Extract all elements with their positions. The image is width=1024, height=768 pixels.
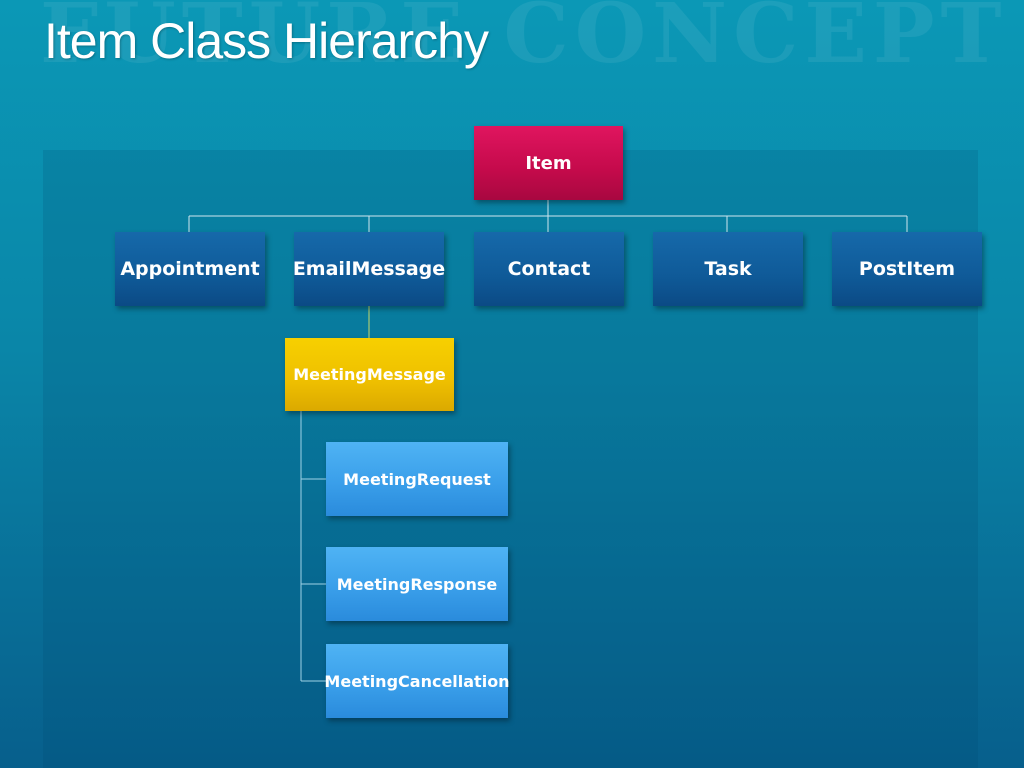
node-meetingresponse: MeetingResponse bbox=[326, 547, 508, 621]
node-meetingcancellation: MeetingCancellation bbox=[324, 644, 510, 718]
node-appointment: Appointment bbox=[115, 232, 265, 306]
node-meetingmessage: MeetingMessage bbox=[285, 338, 454, 411]
node-task: Task bbox=[653, 232, 803, 306]
node-contact: Contact bbox=[474, 232, 624, 306]
watermark-text: FUTURE CONCEPT bbox=[40, 0, 1008, 82]
node-meetingrequest: MeetingRequest bbox=[326, 442, 508, 516]
node-item: Item bbox=[474, 126, 623, 200]
node-postitem: PostItem bbox=[832, 232, 982, 306]
node-emailmessage: EmailMessage bbox=[293, 232, 445, 306]
slide-title: Item Class Hierarchy bbox=[44, 13, 489, 69]
